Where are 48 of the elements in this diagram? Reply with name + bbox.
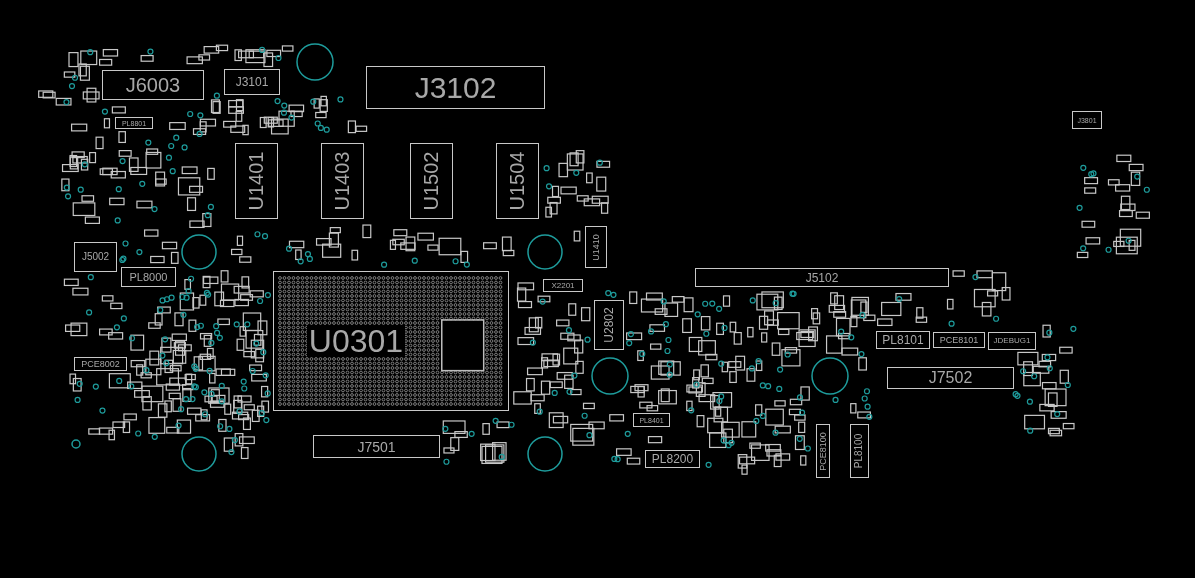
component-label: PL8200 bbox=[651, 453, 694, 465]
component-outline bbox=[102, 70, 204, 100]
component-label: J3101 bbox=[235, 76, 269, 88]
component-outline bbox=[816, 424, 830, 478]
component-outline bbox=[1072, 111, 1102, 129]
component-label: JDEBUG1 bbox=[993, 337, 1031, 345]
component-outline bbox=[313, 435, 440, 458]
component-label: PCE8002 bbox=[81, 359, 120, 369]
component-label: U1504 bbox=[507, 151, 528, 211]
component-outline bbox=[645, 450, 700, 468]
component-outline bbox=[224, 69, 280, 95]
component-label: J5002 bbox=[81, 252, 110, 262]
component-outline bbox=[321, 143, 364, 219]
component-outline bbox=[585, 226, 607, 268]
component-outline bbox=[988, 332, 1036, 350]
component-label: J3102 bbox=[414, 72, 497, 103]
component-outline bbox=[235, 143, 278, 219]
component-outline bbox=[543, 279, 583, 292]
component-label: J6003 bbox=[125, 75, 181, 95]
component-label: PL8100 bbox=[854, 433, 865, 469]
component-outline bbox=[366, 66, 545, 109]
component-outline bbox=[121, 267, 176, 287]
component-label: U1403 bbox=[332, 151, 353, 211]
component-label: U1401 bbox=[246, 151, 267, 211]
component-outline bbox=[887, 367, 1014, 389]
component-outline bbox=[850, 424, 869, 478]
component-outline bbox=[410, 143, 453, 219]
component-outline bbox=[695, 268, 949, 287]
component-label: J7501 bbox=[357, 439, 396, 454]
component-label: J7502 bbox=[928, 370, 973, 386]
component-label: PCE8100 bbox=[818, 431, 828, 471]
component-outline bbox=[594, 300, 624, 350]
component-outline bbox=[633, 413, 670, 427]
component-label: PCE8101 bbox=[939, 335, 979, 345]
component-label: J5102 bbox=[805, 271, 839, 284]
component-label: U0301 bbox=[306, 325, 406, 357]
component-label: U2802 bbox=[603, 307, 615, 343]
component-outline bbox=[933, 332, 985, 348]
component-label: X2201 bbox=[551, 281, 575, 290]
component-label: PL8101 bbox=[882, 334, 924, 346]
component-outline bbox=[115, 117, 153, 129]
component-outline bbox=[74, 242, 117, 272]
component-outline bbox=[876, 331, 930, 349]
component-outline bbox=[496, 143, 539, 219]
component-label: PL8000 bbox=[129, 271, 168, 283]
component-label: U1502 bbox=[421, 151, 442, 211]
component-outline bbox=[74, 357, 127, 371]
component-label: U1410 bbox=[591, 233, 601, 261]
